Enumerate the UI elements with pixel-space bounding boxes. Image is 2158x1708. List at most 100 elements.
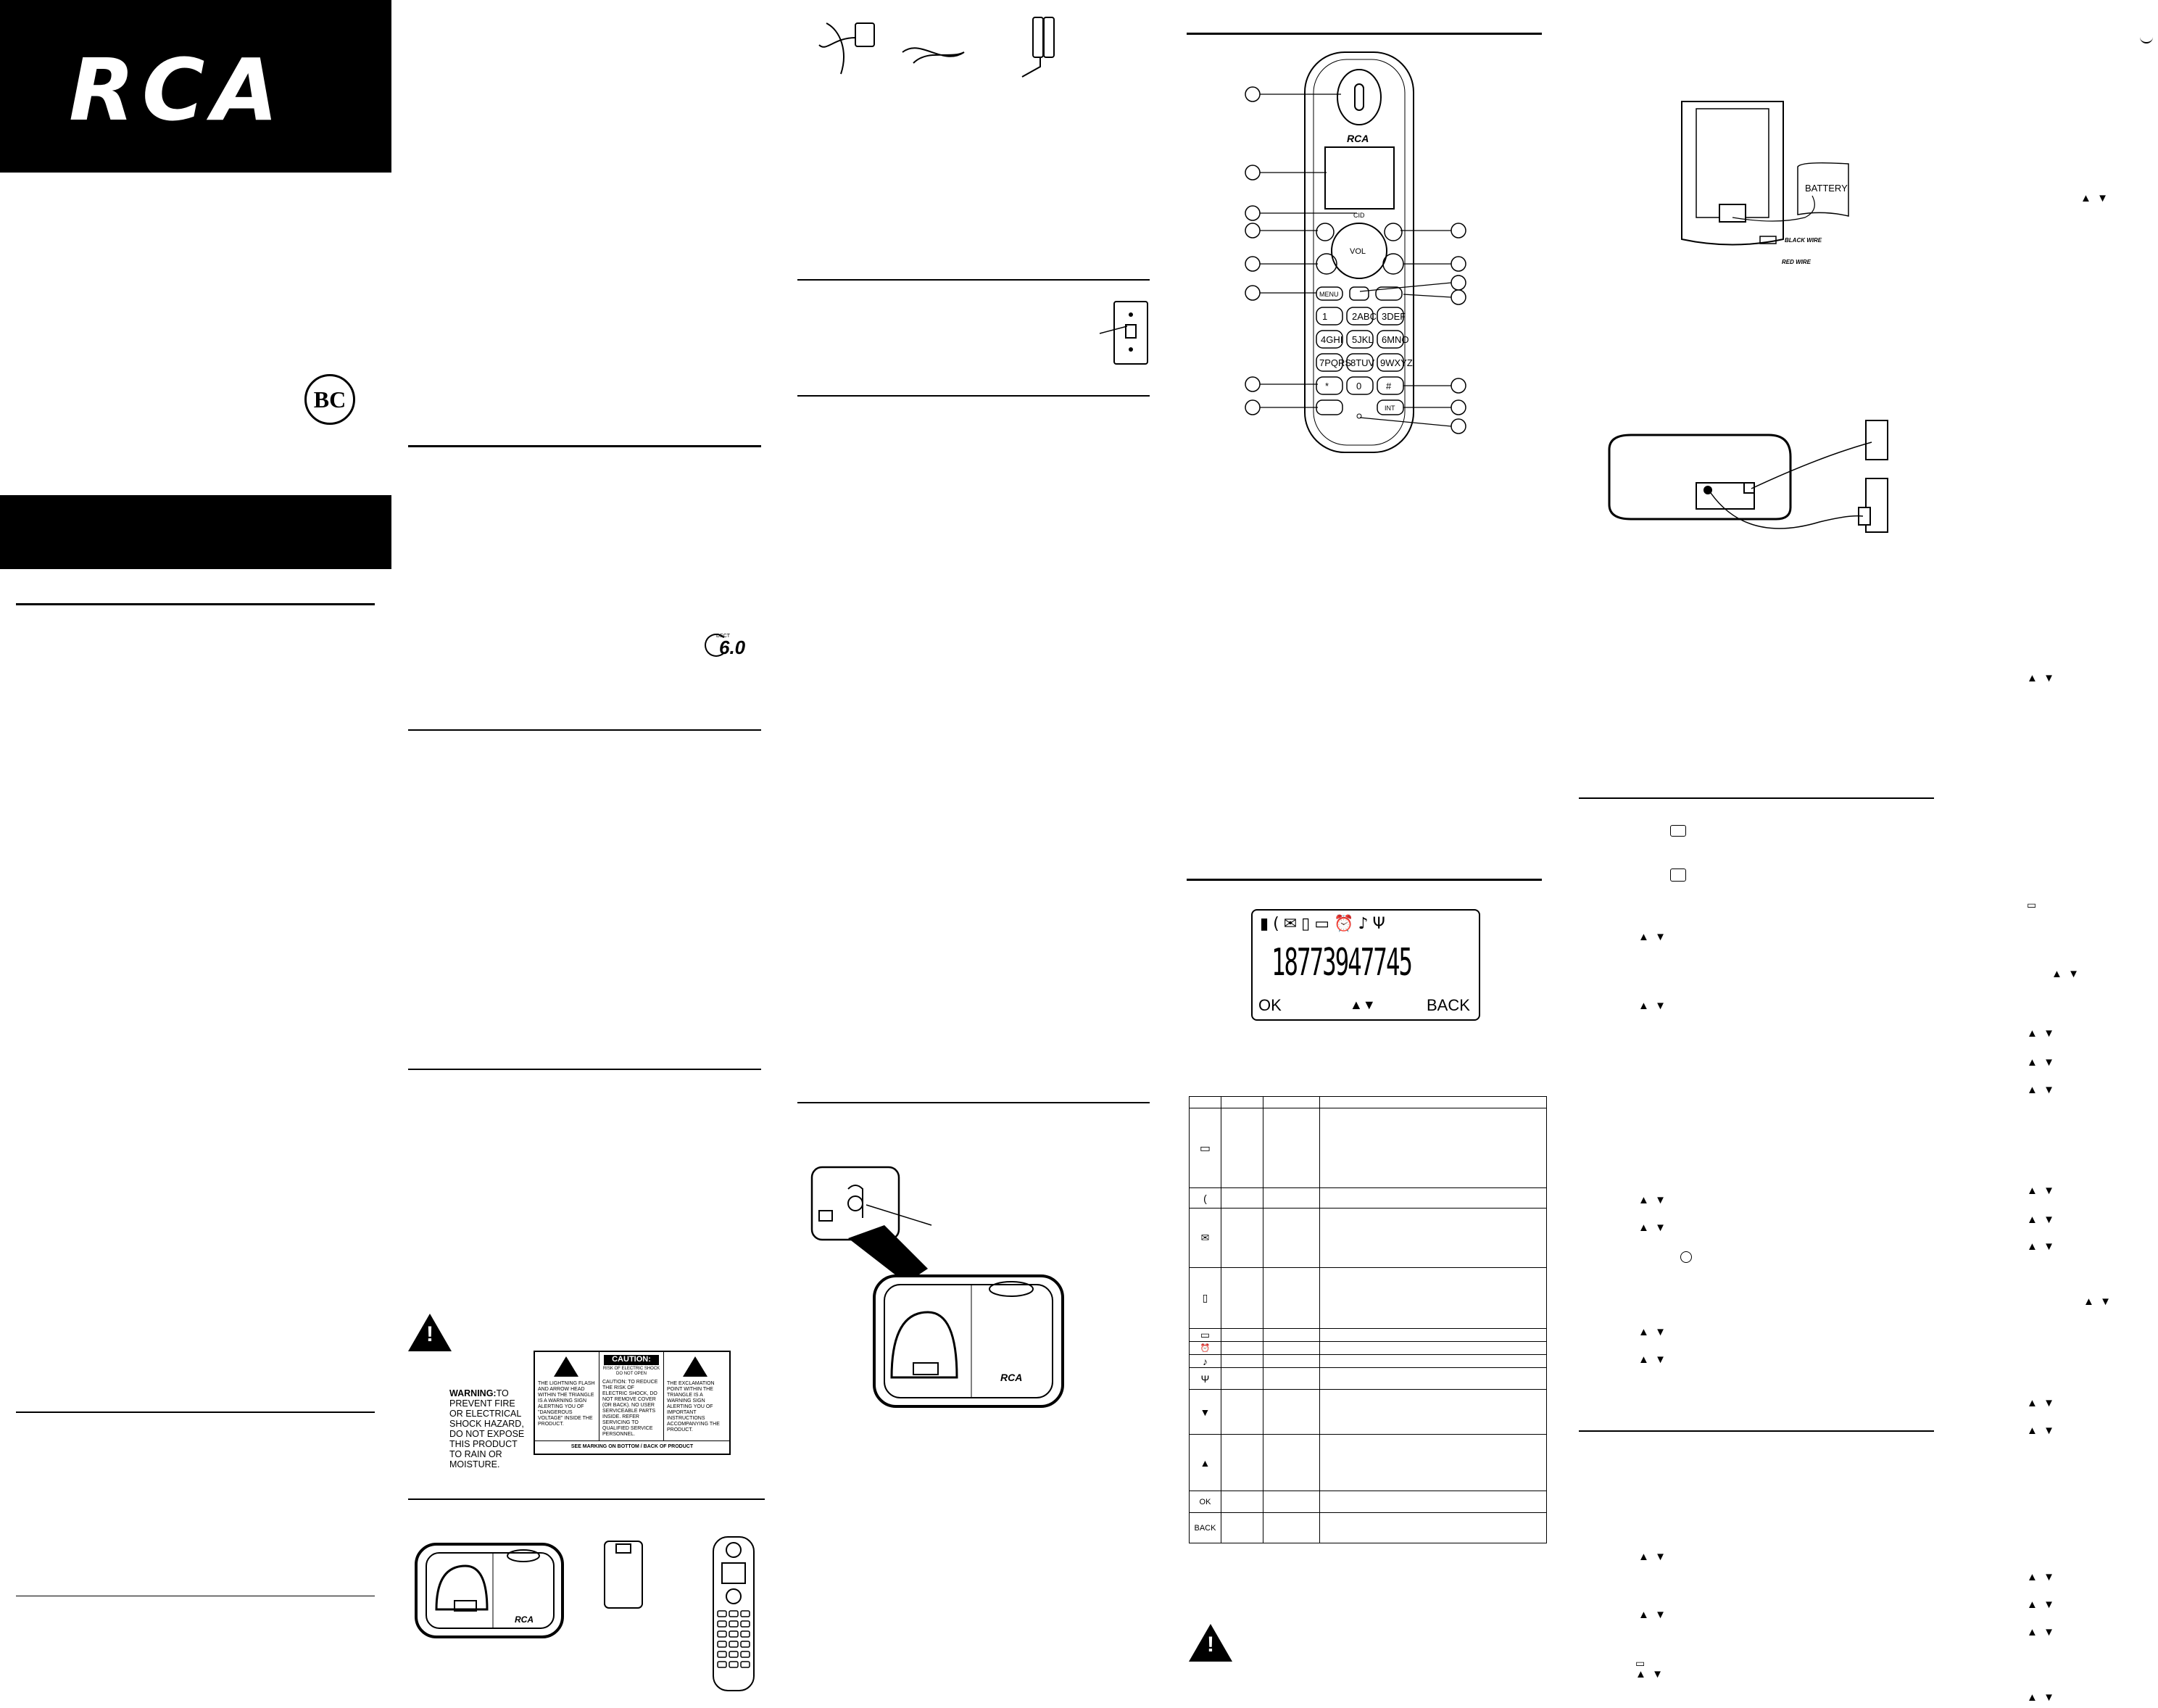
warning-text: WARNING:TO PREVENT FIRE OR ELECTRICAL SH…	[449, 1388, 529, 1469]
up-down-arrow-icon: ▲ ▼	[1635, 1668, 1664, 1680]
up-down-arrow-icon: ▲ ▼	[2051, 968, 2080, 980]
caution-sub: RISK OF ELECTRIC SHOCK DO NOT OPEN	[602, 1367, 660, 1376]
lcd-envelope-icon: ✉	[1283, 915, 1302, 933]
section-rule	[1579, 797, 1934, 799]
handset-brand: RCA	[1347, 133, 1369, 144]
key-3: 3DEF	[1382, 311, 1406, 322]
up-down-arrow-icon: ▲ ▼	[2027, 1056, 2055, 1069]
key-6: 6MNO	[1382, 334, 1409, 345]
lcd-display: ▮(✉▯▭⏰♪Ψ 18773947745 OK ▲▼ BACK	[1251, 909, 1480, 1021]
section-rule	[408, 445, 761, 447]
section-rule	[1187, 879, 1542, 881]
svg-text:RCA: RCA	[515, 1614, 534, 1625]
lcd-book-icon: ▭	[1314, 915, 1335, 933]
battery-door-drawing	[604, 1541, 643, 1609]
up-down-arrow-icon: ▲ ▼	[1638, 931, 1667, 943]
up-down-arrow-icon: ▲ ▼	[2027, 1185, 2055, 1197]
key-2: 2ABC	[1352, 311, 1377, 322]
lcd-alarm-icon: ⏰	[1334, 915, 1358, 933]
section-rule	[408, 729, 761, 731]
section-rule	[797, 279, 1150, 281]
dect-number: 6.0	[719, 637, 746, 658]
section-rule	[16, 1411, 375, 1413]
cid-label: CID	[1353, 212, 1365, 219]
vol-label: VOL	[1350, 247, 1366, 256]
up-down-arrow-icon: ▲ ▼	[2027, 672, 2055, 684]
accessories-drawing	[818, 17, 1055, 78]
up-down-arrow-icon: ▲ ▼	[1638, 1326, 1667, 1338]
rca-logo: RCA	[69, 40, 286, 140]
dect-swoosh-icon	[705, 634, 728, 657]
key-4: 4GHI	[1321, 334, 1342, 345]
up-down-arrow-icon: ▲ ▼	[2027, 1397, 2055, 1409]
base-jack-closeup-drawing: RCA	[810, 1166, 1064, 1408]
caution-col3: THE EXCLAMATION POINT WITHIN THE TRIANGL…	[667, 1381, 720, 1433]
up-down-arrow-icon: ▲ ▼	[1638, 1194, 1667, 1206]
lcd-handset-icon: ▯	[1301, 915, 1315, 933]
caution-label-box: THE LIGHTNING FLASH AND ARROW HEAD WITHI…	[534, 1351, 731, 1455]
up-down-arrow-icon: ▲ ▼	[1638, 1551, 1667, 1563]
table-row-ok: OK	[1189, 1491, 1221, 1513]
menu-label: MENU	[1319, 291, 1339, 298]
up-down-arrow-icon: ▲ ▼	[2027, 1027, 2055, 1040]
lcd-updown-softkey: ▲▼	[1350, 998, 1376, 1012]
section-rule	[1579, 1430, 1934, 1432]
base-connection-diagram	[1608, 420, 1888, 533]
key-hash: #	[1386, 381, 1392, 391]
caution-footer: SEE MARKING ON BOTTOM / BACK OF PRODUCT	[535, 1440, 729, 1453]
table-row-alarm-icon: ⏰	[1189, 1341, 1221, 1355]
up-down-arrow-icon: ▲ ▼	[1638, 1353, 1667, 1366]
warning-triangle-icon: !	[408, 1314, 452, 1351]
book-icon: ▭	[1635, 1657, 1646, 1669]
table-row-back: BACK	[1189, 1512, 1221, 1543]
table-row-handset-icon: ▯	[1189, 1267, 1221, 1329]
alarm-key-icon	[1680, 1251, 1692, 1263]
cover-brand-block: RCA	[0, 0, 391, 173]
warning-triangle-icon: !	[1189, 1624, 1232, 1662]
key-8: 8TUV	[1350, 357, 1375, 368]
up-down-arrow-icon: ▲ ▼	[2027, 1626, 2055, 1638]
cover-black-band	[0, 495, 391, 569]
key-7: 7PQRS	[1319, 357, 1351, 368]
section-rule	[16, 603, 375, 605]
warning-label: WARNING:	[449, 1388, 497, 1398]
wall-jack-drawing	[1099, 301, 1148, 365]
table-row-book-icon: ▭	[1189, 1328, 1221, 1342]
table-row-envelope-icon: ✉	[1189, 1208, 1221, 1268]
section-rule	[797, 395, 1150, 397]
lcd-battery-icon: ▮	[1260, 915, 1274, 933]
up-down-arrow-icon: ▲ ▼	[2027, 1084, 2055, 1096]
bc-certification-logo: BC	[304, 374, 355, 425]
lcd-digits: 18773947745	[1271, 941, 1413, 984]
key-0: 0	[1356, 381, 1361, 391]
red-wire-label: RED WIRE	[1782, 259, 1812, 265]
warning-body: TO PREVENT FIRE OR ELECTRICAL SHOCK HAZA…	[449, 1388, 525, 1469]
lightning-triangle-icon	[554, 1356, 578, 1377]
key-9: 9WXYZ	[1380, 357, 1413, 368]
up-down-arrow-icon: ▲ ▼	[2027, 1691, 2055, 1704]
up-down-arrow-icon: ▲ ▼	[2083, 1295, 2112, 1308]
table-row-battery-icon: ▭	[1189, 1108, 1221, 1188]
lcd-antenna-icon: Ψ	[1372, 915, 1390, 933]
section-rule	[408, 1498, 765, 1500]
caution-col1: THE LIGHTNING FLASH AND ARROW HEAD WITHI…	[538, 1381, 595, 1427]
icon-table: ▭ ( ✉ ▯ ▭ ⏰ ♪ Ψ ▼ ▲ OK BACK	[1189, 1096, 1548, 1543]
int-label: INT	[1385, 405, 1395, 412]
table-row-antenna-icon: Ψ	[1189, 1367, 1221, 1390]
caution-col2: CAUTION: TO REDUCE THE RISK OF ELECTRIC …	[602, 1380, 658, 1437]
book-icon: ▭	[2027, 899, 2037, 911]
section-rule	[1187, 33, 1542, 35]
up-down-arrow-icon: ▲ ▼	[2027, 1214, 2055, 1226]
cid-key-icon	[1670, 825, 1686, 837]
lcd-ok-softkey: OK	[1258, 996, 1282, 1014]
page-curl-mark	[2140, 35, 2153, 43]
base-unit-drawing: RCA	[415, 1543, 564, 1638]
dect-badge: DECT 6.0	[702, 629, 767, 680]
battery-install-diagram: BATTERY BLACK WIRE RED WIRE	[1681, 101, 1849, 265]
caution-title: CAUTION:	[604, 1355, 659, 1365]
table-row-phone-icon: (	[1189, 1187, 1221, 1209]
section-rule	[797, 1102, 1150, 1103]
dect-caption: DECT	[716, 634, 731, 639]
handset-drawing	[713, 1536, 755, 1691]
exclamation-triangle-icon	[683, 1356, 707, 1377]
